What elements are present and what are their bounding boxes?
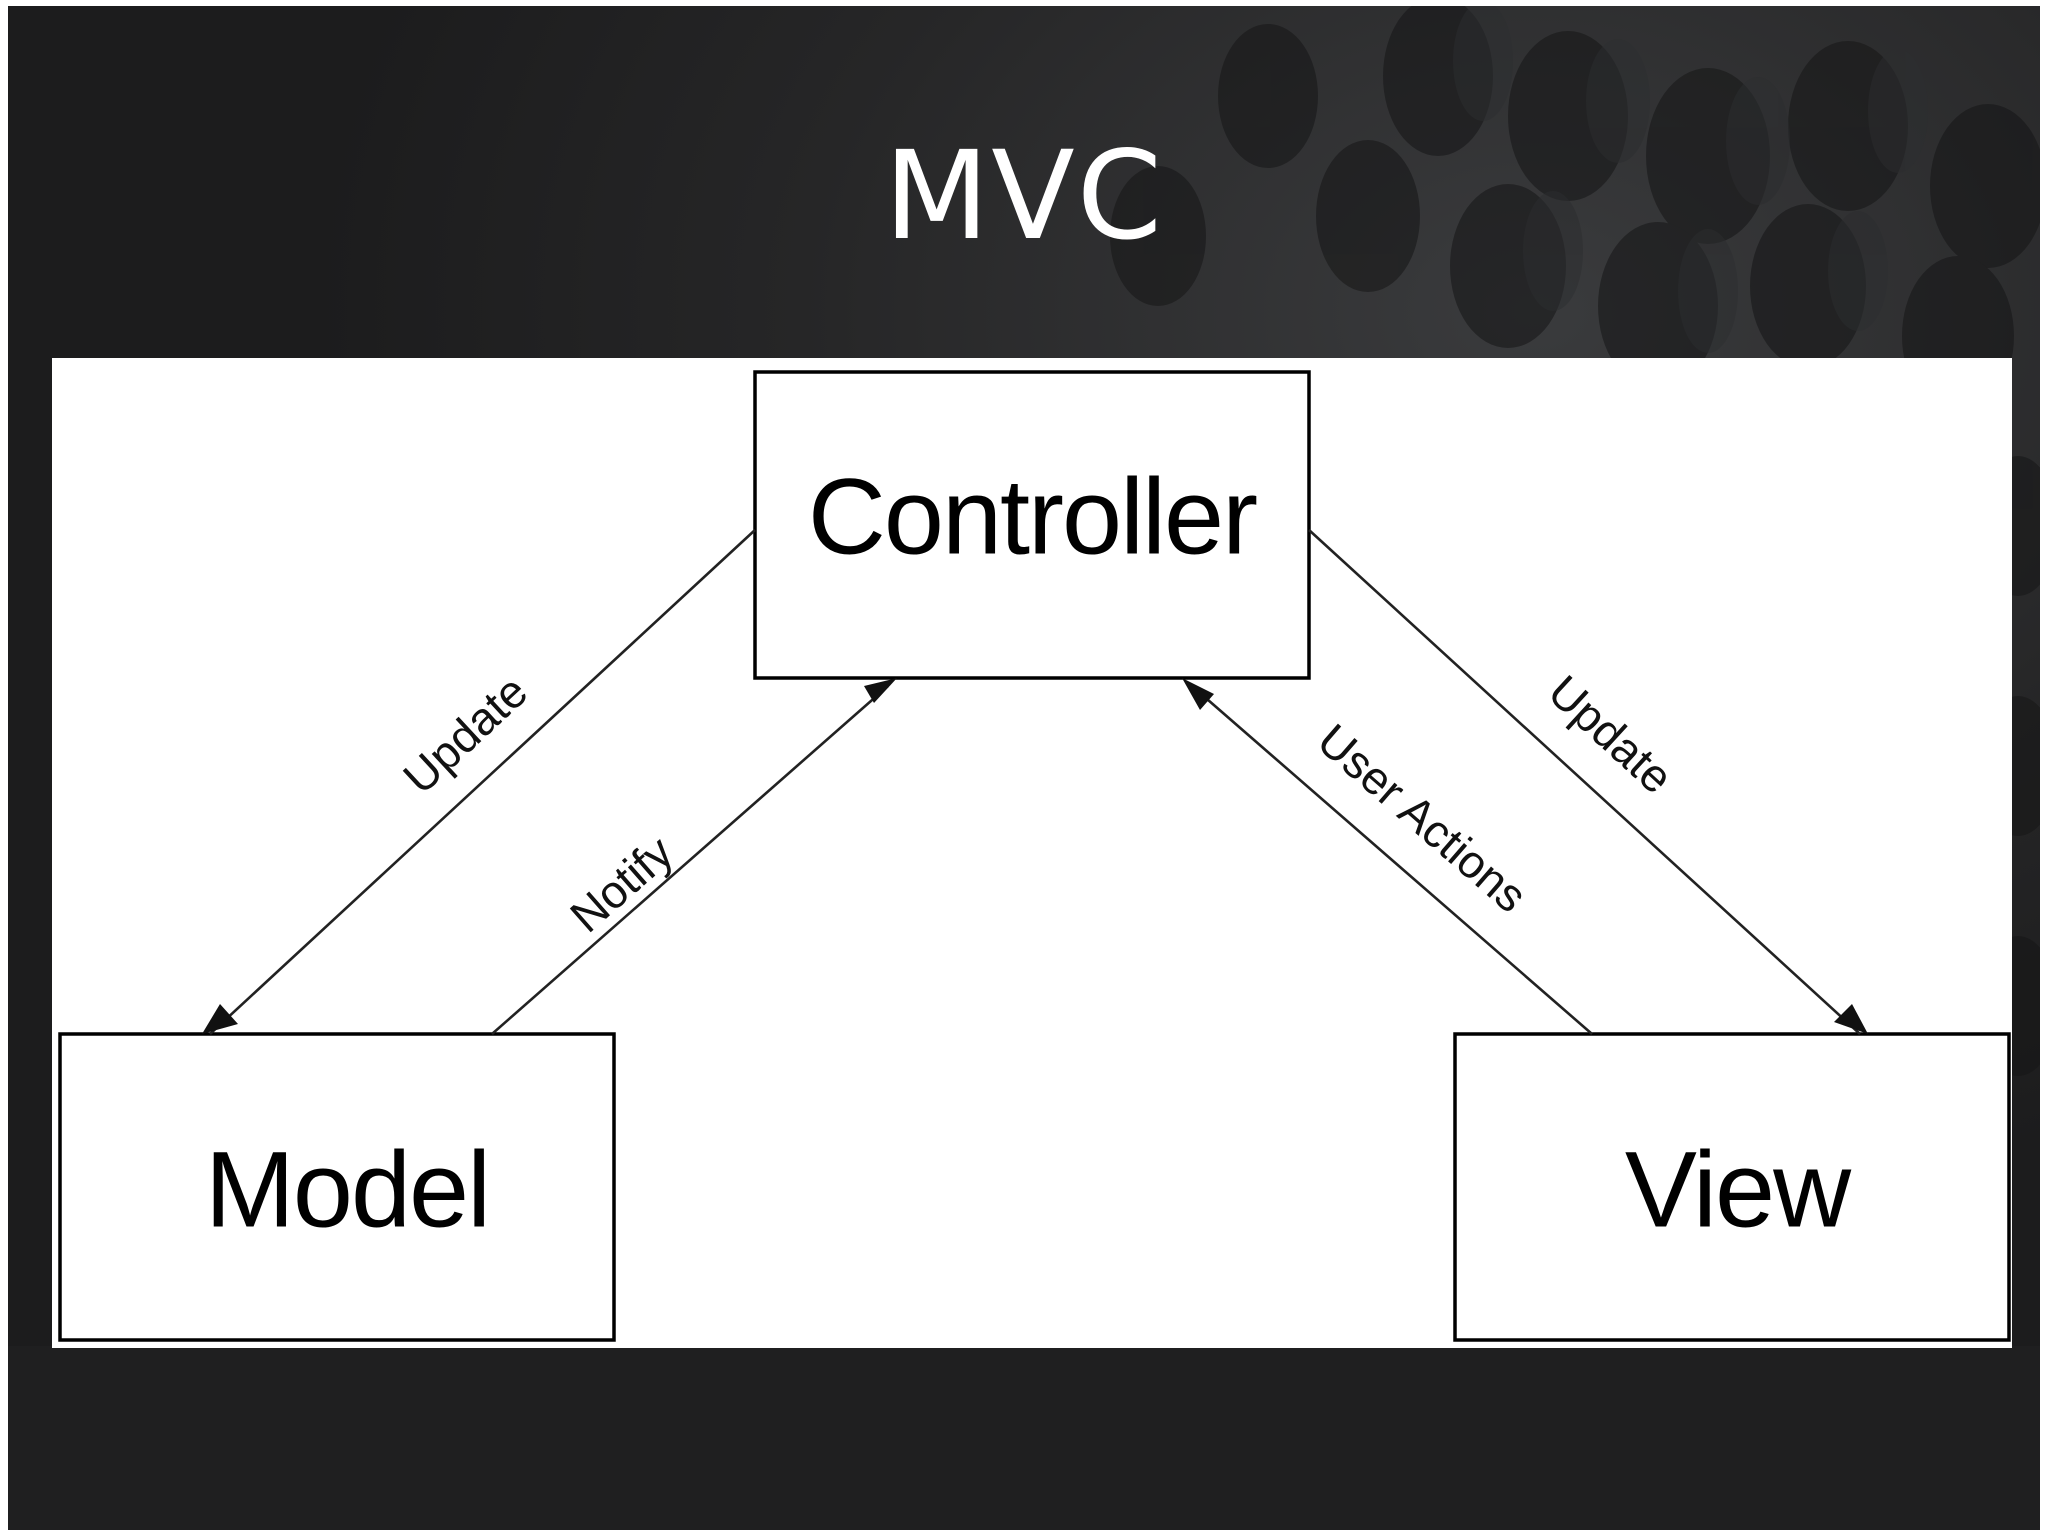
edge-update-model: Update: [202, 529, 756, 1035]
arrow-head-controller-left: [864, 678, 897, 703]
edge-user-actions-line: [1191, 685, 1593, 1035]
model-label: Model: [205, 1129, 489, 1250]
edge-notify-line: [491, 685, 889, 1035]
slide: MVC Controller Model View Update: [8, 6, 2040, 1530]
view-node: View: [1453, 1032, 2011, 1342]
view-label: View: [1625, 1129, 1852, 1250]
arrow-head-controller-right: [1182, 678, 1214, 710]
model-node: Model: [58, 1032, 616, 1342]
view-box: [1453, 1032, 2011, 1342]
edge-update-model-line: [209, 529, 756, 1035]
controller-box: [753, 370, 1311, 680]
arrow-head-model: [202, 1004, 238, 1034]
controller-node: Controller: [753, 370, 1311, 680]
controller-label: Controller: [808, 456, 1257, 577]
slide-title: MVC: [884, 125, 1164, 267]
model-box: [58, 1032, 616, 1342]
diagram-canvas: Controller Model View Update: [58, 370, 2011, 1342]
mvc-diagram: Controller Model View Update: [52, 358, 2012, 1348]
edge-label-update-view: Update: [1539, 665, 1684, 804]
arrow-head-view: [1834, 1004, 1868, 1034]
edge-label-update-model: Update: [393, 665, 537, 804]
edge-notify: Notify: [491, 678, 897, 1035]
edge-update-view-line: [1308, 529, 1861, 1035]
